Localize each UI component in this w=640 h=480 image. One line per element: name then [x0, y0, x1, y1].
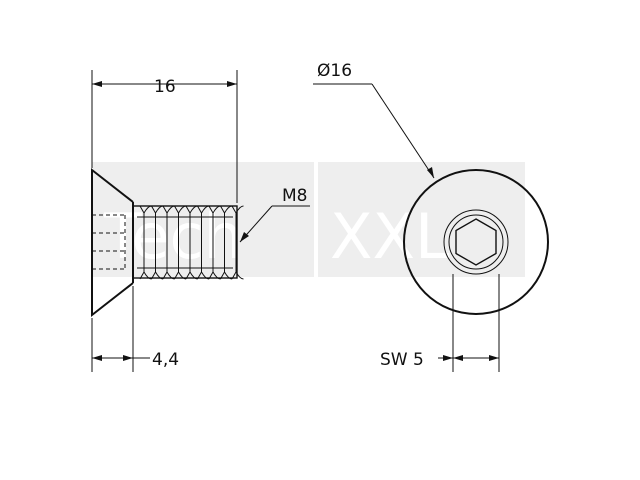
thread-flank [151, 205, 156, 280]
hex-socket-hidden-lines [92, 214, 126, 270]
thread-lines [139, 205, 244, 280]
screw-head-top-view [403, 169, 549, 315]
thread-crest [166, 205, 175, 280]
arrow-right-icon [443, 355, 453, 361]
thread-crest [212, 205, 221, 280]
thread-flank [231, 205, 237, 280]
head-height-dimension: 4,4 [91, 286, 179, 372]
arrow-right-icon [227, 81, 237, 87]
thread-crest [155, 205, 164, 280]
screw-head-outline [91, 167, 134, 318]
thread-flank [208, 205, 214, 280]
wrench-size-label: SW 5 [380, 350, 424, 370]
head-height-label: 4,4 [152, 350, 179, 370]
watermark-right-text: XXL [330, 200, 450, 273]
thread-flank [185, 205, 191, 280]
socket-outer-circle [443, 209, 509, 275]
leader-arrow-icon [240, 232, 249, 242]
thread-crest [201, 205, 210, 280]
watermark: Tech XXL [92, 162, 525, 277]
head-circle [403, 169, 549, 315]
thread-callout: M8 [239, 186, 310, 243]
watermark-left-box [92, 162, 314, 277]
thread-crest [189, 205, 198, 280]
arrow-left-icon [453, 355, 463, 361]
length-dimension: 16 [91, 70, 238, 203]
length-label: 16 [154, 77, 176, 97]
thread-flank [220, 205, 225, 280]
thread-crest [143, 205, 152, 280]
diameter-label: Ø16 [317, 61, 352, 81]
thread-label: M8 [282, 186, 307, 206]
thread-flank [139, 205, 145, 280]
arrow-left-icon [92, 355, 102, 361]
leader-arrow-icon [427, 167, 434, 178]
thread-flank [197, 205, 202, 280]
arrow-right-icon [489, 355, 499, 361]
wrench-size-dimension: SW 5 [380, 274, 500, 372]
watermark-left-text: Tech [103, 200, 243, 273]
arrow-right-icon [123, 355, 133, 361]
thread-flank [162, 205, 168, 280]
thread-crest [235, 205, 244, 280]
hex-socket [455, 218, 497, 266]
socket-inner-circle [448, 214, 504, 270]
thread-flank [174, 205, 179, 280]
screw-side-view [91, 167, 244, 318]
thread-crest [178, 205, 187, 280]
arrow-left-icon [92, 81, 102, 87]
thread-crest [224, 205, 233, 280]
diameter-callout: Ø16 [313, 61, 435, 179]
